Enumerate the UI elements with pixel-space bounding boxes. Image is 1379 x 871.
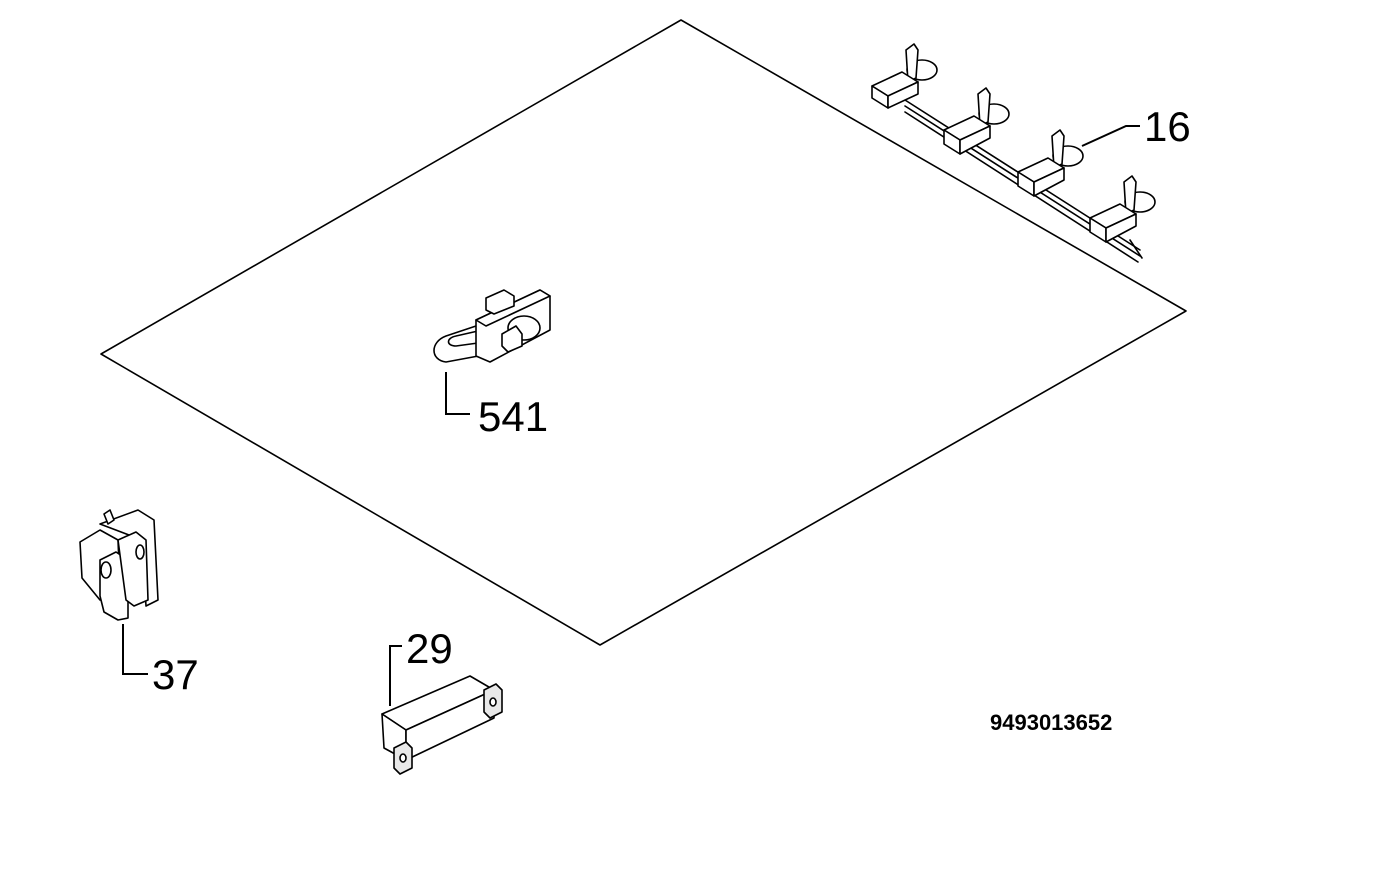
panel-outline: [100, 19, 1187, 646]
leader-line-37: [122, 624, 148, 675]
callout-label-37: 37: [152, 651, 199, 698]
part-29-magnet-block: [381, 675, 503, 775]
part-541-switch: [433, 289, 551, 363]
part-37-clip-bracket: [79, 509, 159, 621]
leader-line-541: [445, 372, 470, 415]
harness-connector-3: [1017, 129, 1084, 197]
drawing-code: 9493013652: [990, 710, 1113, 735]
callout-label-541: 541: [478, 393, 549, 440]
leader-line-16: [1081, 125, 1140, 147]
harness-connector-1: [871, 43, 938, 109]
callout-label-16: 16: [1144, 103, 1191, 150]
leader-line-29: [389, 645, 402, 706]
harness-connector-2: [943, 87, 1010, 155]
harness-connector-4: [1089, 175, 1156, 243]
part-16-wiring-harness: [871, 43, 1156, 263]
callout-label-29: 29: [406, 625, 453, 672]
